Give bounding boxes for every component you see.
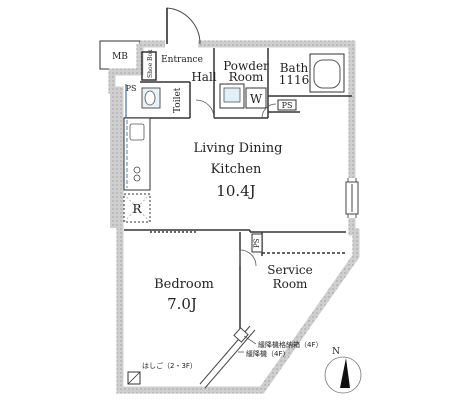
- ps-bath-label: PS: [282, 101, 293, 110]
- compass: [324, 356, 362, 394]
- compass-label: N: [332, 347, 340, 357]
- bathtub: [309, 53, 345, 93]
- washer-space: [245, 87, 267, 109]
- refrigerator-space: [123, 193, 151, 223]
- entrance-door: [166, 7, 201, 45]
- washbasin: [219, 83, 245, 109]
- ps-service-label: PS: [253, 238, 261, 248]
- hall-label: Hall: [191, 70, 216, 84]
- powder-room-label-2: Room: [229, 70, 264, 84]
- bath-label-1: Bath: [280, 61, 309, 75]
- living-label-1: Living Dining: [194, 141, 283, 156]
- bedroom-size-label: 7.0J: [167, 295, 197, 313]
- interior-doors: [195, 99, 277, 267]
- kitchen-counter: [123, 117, 151, 191]
- ladder-annotation: はしご（2・3F）: [142, 361, 197, 370]
- bedroom-label: Bedroom: [154, 277, 214, 292]
- ps-shafts: [251, 99, 297, 253]
- living-size-label: 10.4J: [216, 182, 255, 200]
- refrigerator-label: R: [132, 202, 142, 216]
- ps-left-label: PS: [126, 84, 137, 93]
- annotation-leaders: [238, 335, 257, 353]
- entrance-label: Entrance: [161, 55, 203, 65]
- living-label-2: Kitchen: [211, 162, 262, 177]
- evac-device-annotation: 緩降機（4F）: [246, 349, 289, 358]
- bedroom-window: [199, 325, 256, 389]
- ladder-hatch: [127, 371, 141, 385]
- bath-label-2: 1116: [279, 73, 310, 87]
- outer-walls: [108, 40, 360, 394]
- service-room-label-1: Service: [267, 263, 313, 277]
- washer-label: W: [250, 92, 263, 106]
- toilet-fixture: [125, 84, 161, 118]
- powder-room-label-1: Powder: [223, 59, 269, 73]
- mb-label: MB: [112, 52, 128, 62]
- mb-closet: [99, 40, 141, 70]
- service-room-label-2: Room: [273, 277, 308, 291]
- toilet-label: Toilet: [173, 87, 183, 113]
- shoe-box-label: Shoe Box: [147, 49, 154, 78]
- compass-arrow-icon: [340, 358, 350, 388]
- evac-storage-annotation: 緩降機格納箱（4F）: [258, 340, 322, 349]
